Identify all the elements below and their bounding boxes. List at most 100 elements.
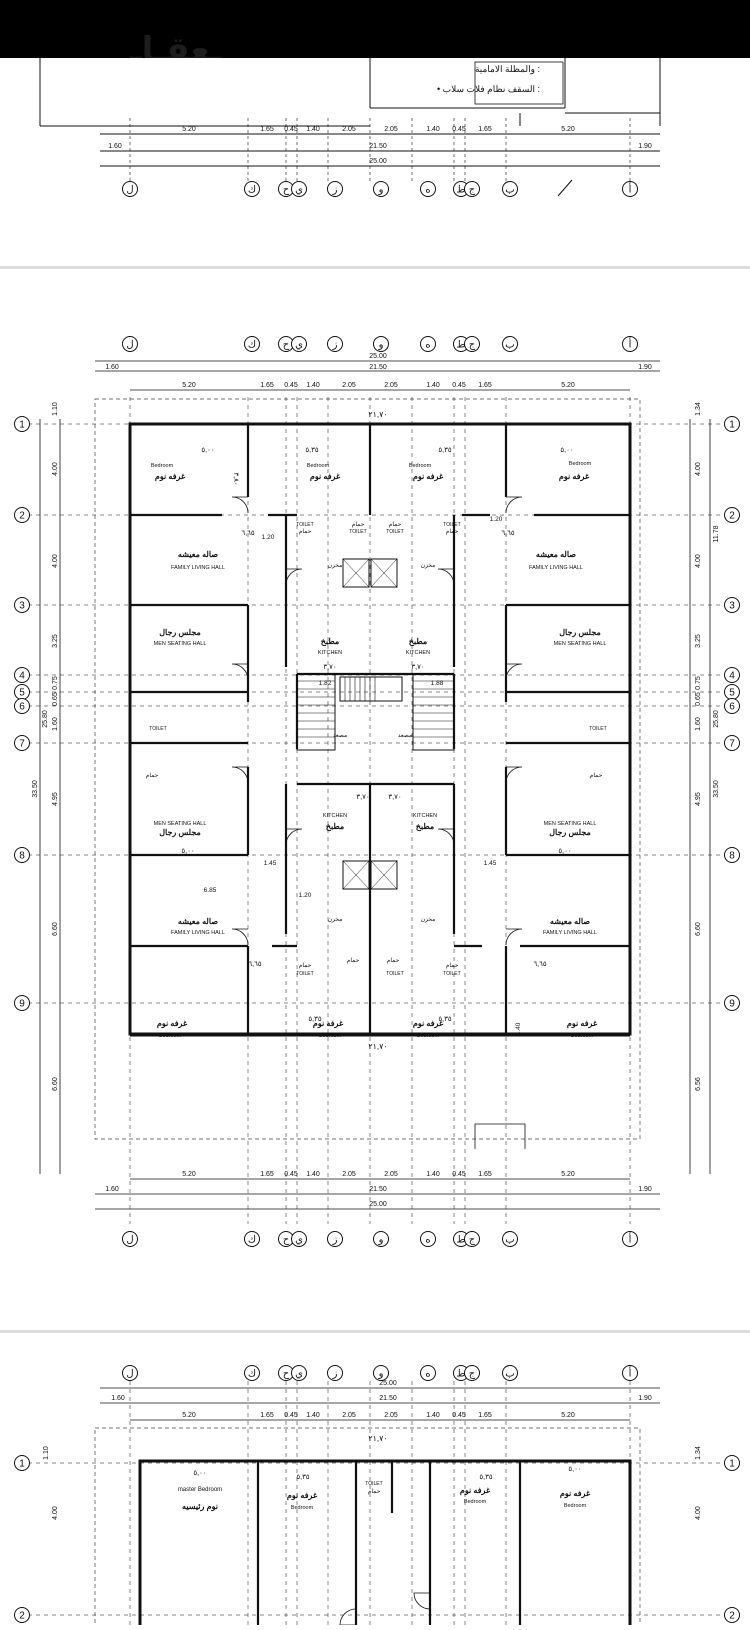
grid-bubble: [122, 1231, 138, 1247]
dim-label: 33.50: [713, 780, 720, 798]
grid-bubble-label: و: [378, 1369, 384, 1380]
room-label-ar: غرفه نوم: [559, 472, 590, 482]
dim-label: 5.20: [561, 1171, 575, 1178]
grid-bubble-label: 6: [19, 702, 25, 713]
dim-label: 1.65: [260, 1412, 274, 1419]
room-label-ar: صاله معيشه: [536, 550, 576, 559]
dim-label: 2.05: [384, 126, 398, 133]
grid-bubble: [291, 1231, 307, 1247]
door-swing: [285, 828, 303, 846]
separator: [0, 266, 750, 269]
grid-bubble-label: 2: [19, 1611, 25, 1622]
grid-bubble: [244, 181, 260, 197]
dim-label: 5.20: [561, 1412, 575, 1419]
grid-bubble-label: ك: [248, 1235, 256, 1246]
dim-label: 5.20: [561, 382, 575, 389]
grid-bubble-label: ه: [425, 1235, 430, 1246]
room-label-en: MEN SEATING HALL: [154, 821, 207, 827]
room-label-en: TOILET: [365, 1481, 382, 1487]
room-label-ar: حمام: [347, 957, 360, 964]
room-label-ar: مجلس رجال: [159, 828, 201, 838]
dim-label: 2.05: [342, 382, 356, 389]
room-label-ar: غرفه نوم: [560, 1489, 591, 1499]
room-label-ar: مخزن: [328, 563, 343, 569]
grid-bubble: [122, 336, 138, 352]
grid-bubble: [244, 336, 260, 352]
grid-bubble-label: 1: [729, 420, 735, 431]
grid-bubble: [464, 181, 480, 197]
room-label-ar: نوم رئيسيه: [182, 1502, 218, 1512]
dim-label: 0.45: [284, 1412, 298, 1419]
grid-bubble-label: 5: [729, 688, 735, 699]
grid-bubble-label: أ: [629, 183, 632, 196]
room-label-en: FAMILY LIVING HALL: [171, 565, 225, 571]
grid-bubble-label: 1: [19, 1459, 25, 1470]
grid-bubble-label: ج: [469, 340, 476, 351]
grid-bubble-label: ل: [126, 185, 133, 196]
grid-bubble-label: ب: [505, 1235, 514, 1246]
grid-bubble-right: [724, 735, 740, 751]
room-label-en: Bedroom: [569, 461, 592, 467]
shaft: [370, 558, 398, 588]
grid-bubble-right: [724, 698, 740, 714]
dim-label: 1.40: [306, 126, 320, 133]
grid-bubble-label: ط: [456, 1235, 465, 1246]
room-dim: ٥,٣٥: [438, 1016, 451, 1023]
grid-bubble-left: [14, 995, 30, 1011]
grid-bubble-label: 1: [729, 1459, 735, 1470]
grid-bubble-label: ج: [469, 1235, 476, 1246]
door-swing: [505, 663, 523, 681]
room-label-ar: حمام: [387, 957, 400, 964]
grid-bubble-left: [14, 847, 30, 863]
dim-label: 1.90: [638, 1395, 652, 1402]
dim-label: 1.10: [43, 1446, 50, 1460]
door-swing: [231, 766, 249, 784]
dim-label: 0.45: [452, 1171, 466, 1178]
room-label-ar: غرفه نوم: [413, 1019, 444, 1029]
room-label-ar: غرفه نوم: [157, 1019, 188, 1029]
room-label-en: TOILET: [386, 529, 403, 535]
grid-bubble-right: [724, 507, 740, 523]
grid-bubble-label: ب: [505, 340, 514, 351]
grid-bubble-label: ي: [295, 1369, 303, 1380]
grid-bubble-label: ح: [283, 185, 290, 196]
grid-bubble-label: ك: [248, 340, 256, 351]
dim-label: 1.65: [478, 126, 492, 133]
grid-bubble-label: 4: [19, 671, 25, 682]
grid-bubble: [420, 1231, 436, 1247]
stair-right: [412, 673, 455, 751]
door-swing: [231, 496, 249, 514]
grid-bubble-label: 3: [19, 601, 25, 612]
room-label-ar: غرفه نوم: [310, 472, 341, 482]
dim-label: 3.25: [52, 634, 59, 648]
dim-label: 1.65: [260, 382, 274, 389]
grid-bubble-label: 9: [729, 999, 735, 1010]
grid-bubble: [244, 1365, 260, 1381]
dim-label: 1.65: [260, 1171, 274, 1178]
room-dim: ٣,٧٠: [323, 664, 336, 671]
grid-bubble-label: 8: [19, 851, 25, 862]
room-label-en: Bedroom: [307, 463, 330, 469]
dim-label: 1.10: [52, 402, 59, 416]
grid-bubble-label: ك: [248, 1369, 256, 1380]
grid-bubble-label: 7: [729, 739, 735, 750]
dim-label: ٢١,٧٠: [368, 1042, 387, 1051]
dim-label: 1.65: [478, 1412, 492, 1419]
room-label-ar: غرفه نوم: [287, 1491, 318, 1501]
grid-bubble: [373, 1365, 389, 1381]
dim-label: 1.60: [695, 717, 702, 731]
dim-label: 1.40: [426, 1412, 440, 1419]
grid-bubble-label: ل: [126, 340, 133, 351]
dim-label: 1.65: [478, 382, 492, 389]
grid-bubble-label: أ: [629, 338, 632, 351]
grid-bubble: [244, 1231, 260, 1247]
dim-label: 1.45: [484, 860, 497, 867]
door-swing: [231, 663, 249, 681]
room-label-en: Bedroom: [319, 1033, 342, 1039]
grid-bubble: [373, 336, 389, 352]
room-dim: ٥,٠٠: [558, 848, 571, 855]
door-swing: [505, 766, 523, 784]
grid-bubble-label: ح: [283, 1369, 290, 1380]
grid-bubble-label: 5: [19, 688, 25, 699]
